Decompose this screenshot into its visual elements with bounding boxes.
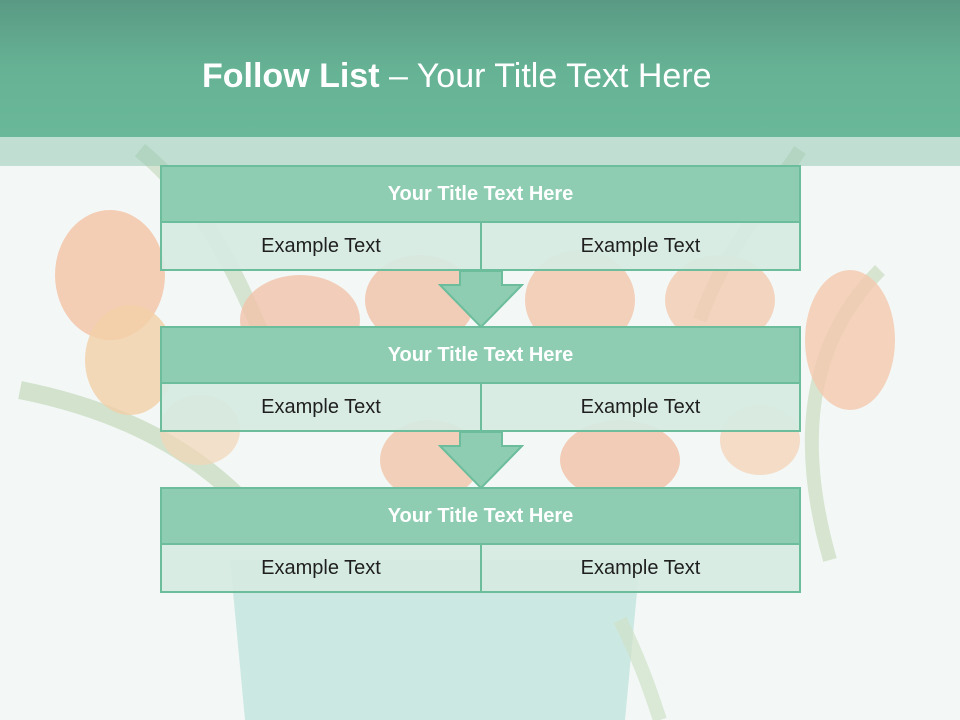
down-arrow-icon (438, 271, 524, 329)
list-block-3: Your Title Text Here Example Text Exampl… (160, 487, 801, 593)
list-block-2: Your Title Text Here Example Text Exampl… (160, 326, 801, 432)
down-arrow-icon (438, 432, 524, 490)
slide-title: Follow List – Your Title Text Here (202, 52, 712, 100)
slide-title-bold: Follow List (202, 57, 380, 95)
list-block-left-text: Example Text (162, 384, 482, 430)
list-block-title: Your Title Text Here (162, 328, 799, 384)
list-block-left-text: Example Text (162, 223, 482, 269)
list-block-1: Your Title Text Here Example Text Exampl… (160, 165, 801, 271)
title-underline-strip (0, 137, 960, 166)
list-block-right-text: Example Text (482, 384, 799, 430)
list-block-title: Your Title Text Here (162, 167, 799, 223)
list-block-right-text: Example Text (482, 223, 799, 269)
list-block-left-text: Example Text (162, 545, 482, 591)
slide-title-rest: – Your Title Text Here (379, 57, 712, 95)
list-block-title: Your Title Text Here (162, 489, 799, 545)
title-bar (0, 0, 960, 137)
list-block-right-text: Example Text (482, 545, 799, 591)
